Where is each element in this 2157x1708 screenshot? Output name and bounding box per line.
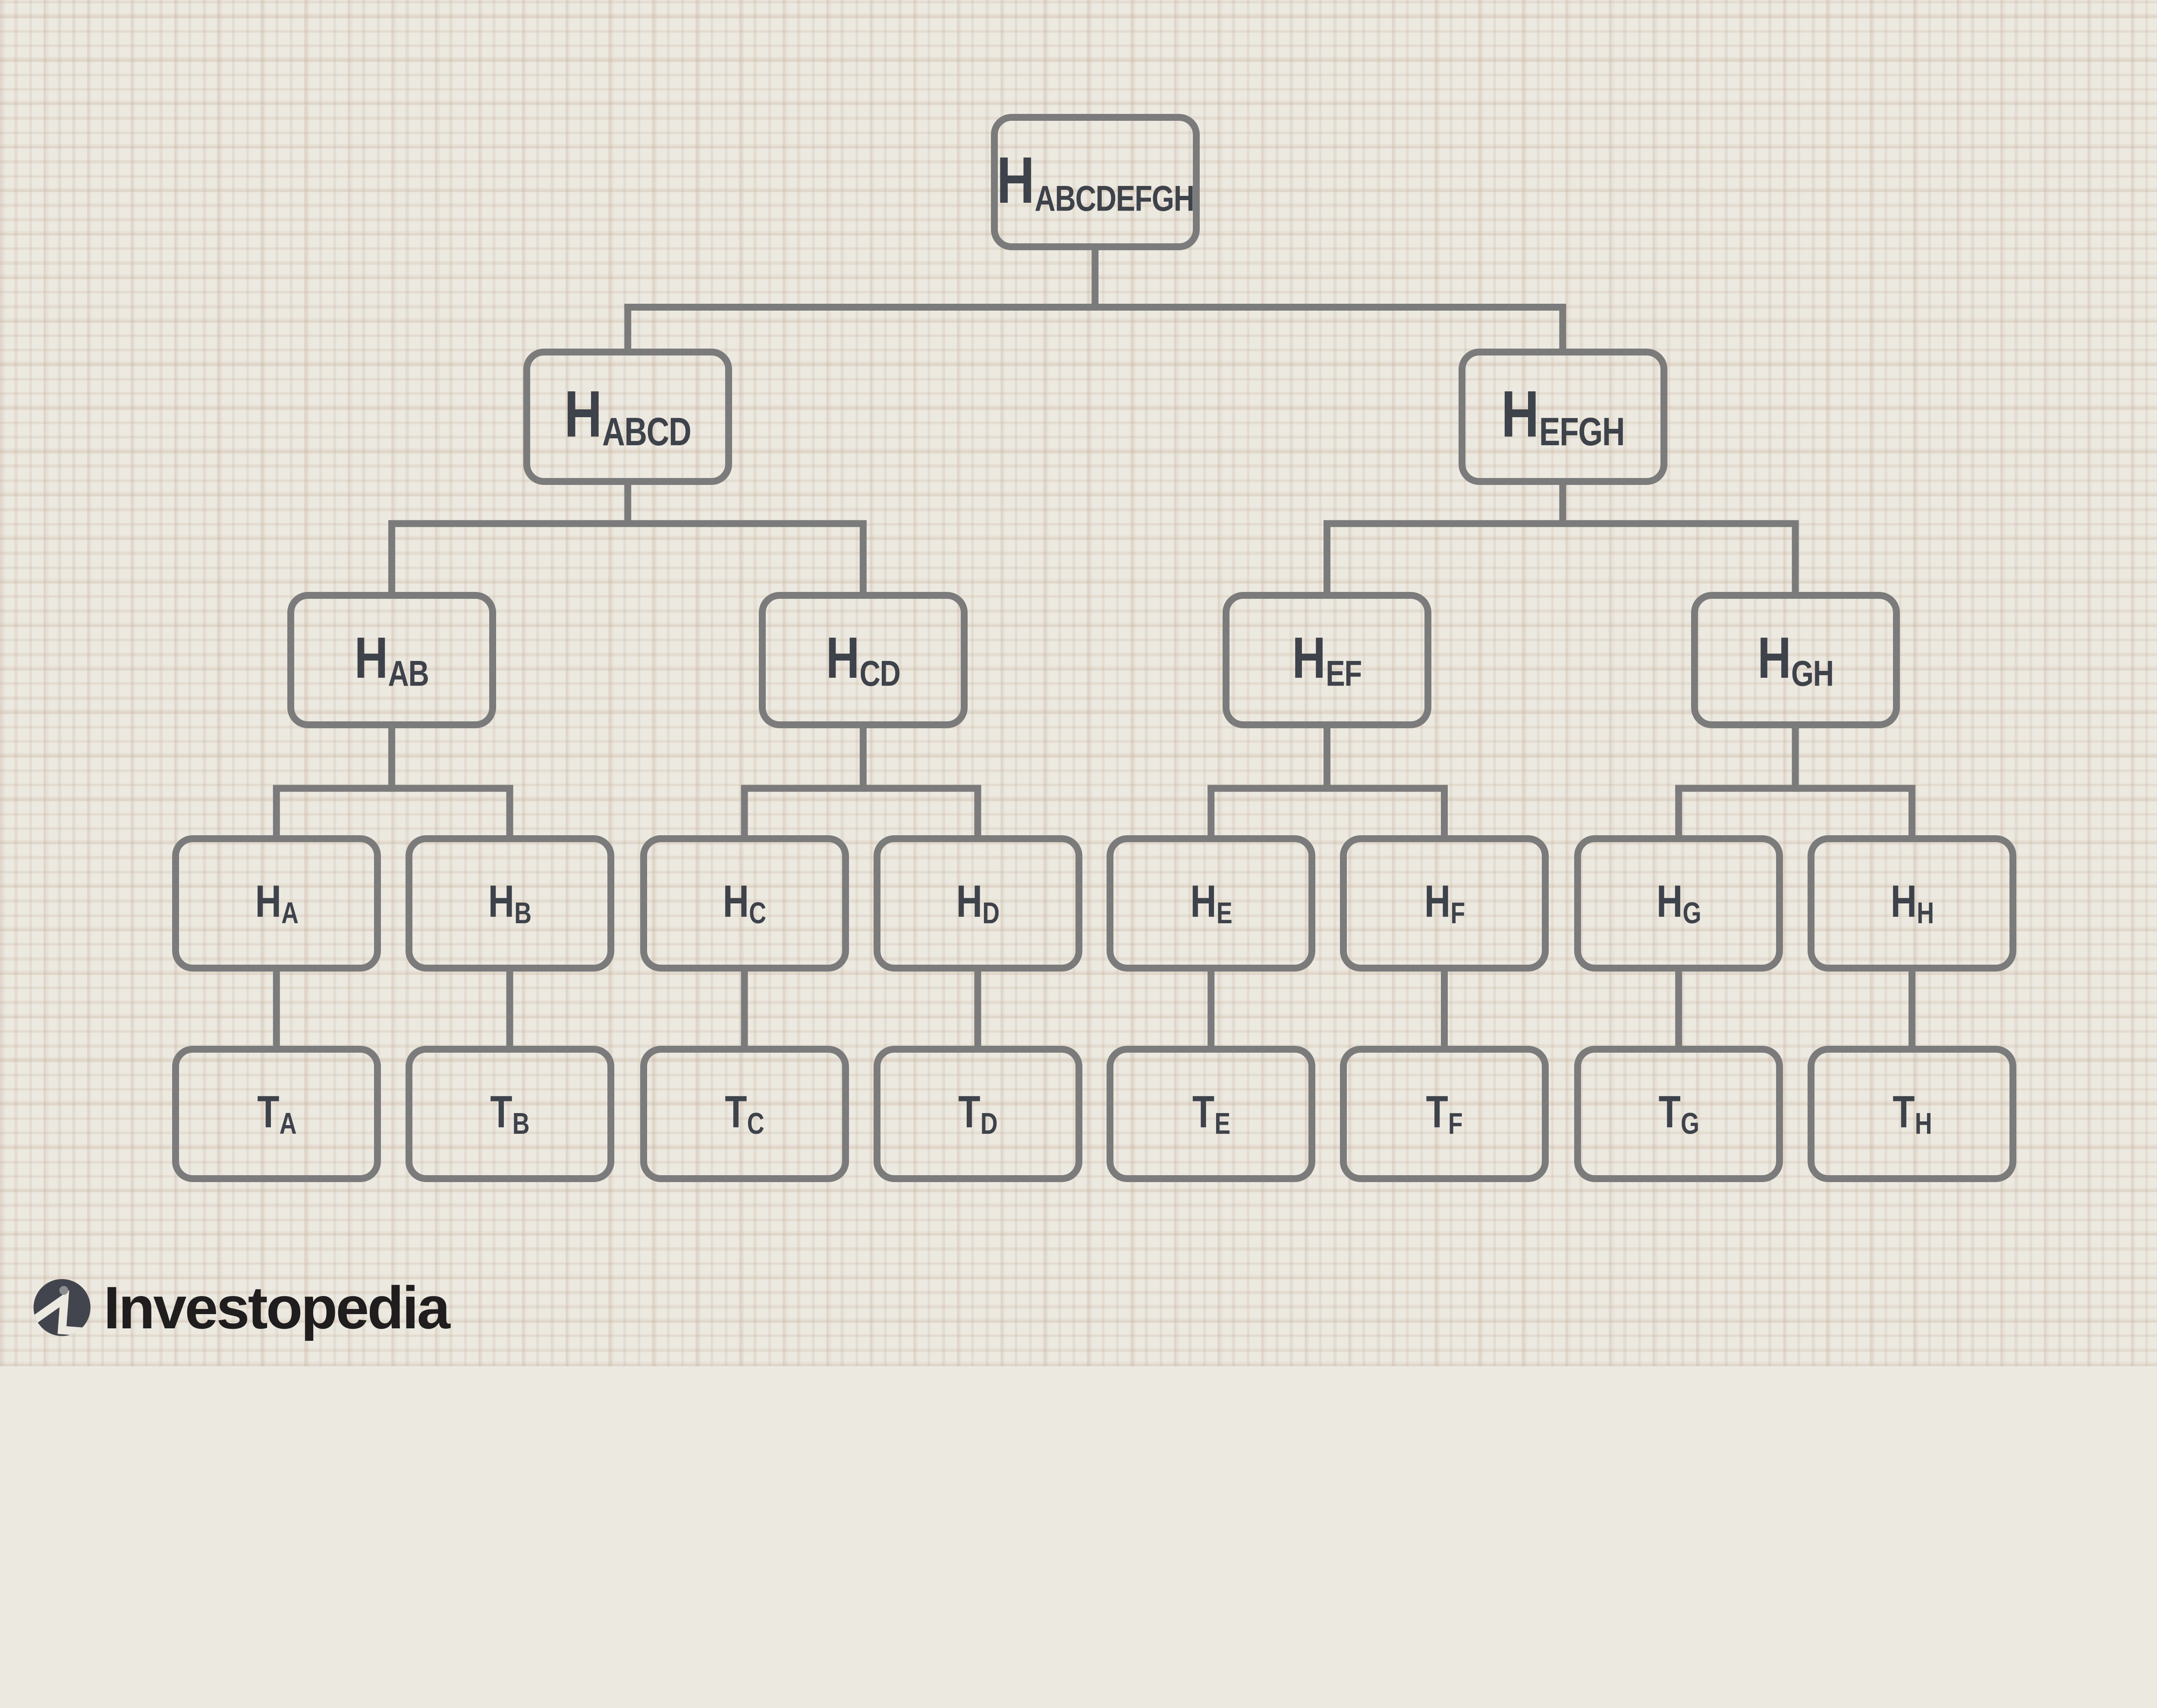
node-label: HABCD: [564, 377, 692, 454]
node-h-e: HE: [1107, 835, 1315, 972]
node-label: HA: [255, 876, 299, 930]
node-label: TH: [1892, 1086, 1932, 1140]
node-h-b: HB: [405, 835, 614, 972]
node-h-h: HH: [1808, 835, 2016, 972]
node-label: HABCDEFGH: [996, 144, 1195, 219]
merkle-tree-diagram: HABCDEFGH HABCD HEFGH HAB HCD HEF HGH HA…: [0, 0, 2157, 1367]
node-h-abcd: HABCD: [523, 348, 732, 485]
node-label: HB: [488, 876, 532, 930]
node-label: HC: [723, 876, 767, 930]
node-label: TD: [958, 1086, 997, 1140]
node-label: TG: [1658, 1086, 1699, 1140]
node-h-d: HD: [873, 835, 1082, 972]
node-h-a: HA: [172, 835, 381, 972]
node-label: HEFGH: [1501, 377, 1625, 454]
node-label: TB: [490, 1086, 529, 1140]
investopedia-wordmark: Investopedia: [104, 1274, 450, 1341]
node-h-ab: HAB: [287, 592, 496, 729]
node-label: HF: [1424, 876, 1465, 930]
investopedia-logo: Investopedia: [32, 1274, 450, 1341]
node-label: HEF: [1292, 625, 1362, 694]
investopedia-logo-icon: [33, 1279, 91, 1337]
node-h-abcdefgh: HABCDEFGH: [990, 114, 1200, 251]
node-t-d: TD: [873, 1045, 1082, 1182]
node-t-e: TE: [1107, 1045, 1315, 1182]
node-label: HAB: [354, 625, 429, 694]
node-t-g: TG: [1574, 1045, 1783, 1182]
node-label: TE: [1192, 1086, 1230, 1140]
node-t-c: TC: [640, 1045, 849, 1182]
node-label: TA: [257, 1086, 296, 1140]
node-t-h: TH: [1808, 1045, 2016, 1182]
node-label: HG: [1656, 876, 1701, 930]
node-t-f: TF: [1340, 1045, 1549, 1182]
node-h-gh: HGH: [1691, 592, 1900, 729]
node-label: TC: [725, 1086, 764, 1140]
node-h-efgh: HEFGH: [1458, 348, 1667, 485]
node-h-g: HG: [1574, 835, 1783, 972]
node-h-ef: HEF: [1223, 592, 1431, 729]
node-h-f: HF: [1340, 835, 1549, 972]
node-t-a: TA: [172, 1045, 381, 1182]
node-h-cd: HCD: [759, 592, 968, 729]
node-label: TF: [1426, 1086, 1463, 1140]
node-label: HGH: [1757, 625, 1834, 694]
node-label: HCD: [826, 625, 901, 694]
node-label: HD: [956, 876, 1000, 930]
node-label: HH: [1890, 876, 1934, 930]
tree-connectors: [273, 250, 1915, 1046]
node-label: HE: [1190, 876, 1233, 930]
node-t-b: TB: [405, 1045, 614, 1182]
node-h-c: HC: [640, 835, 849, 972]
